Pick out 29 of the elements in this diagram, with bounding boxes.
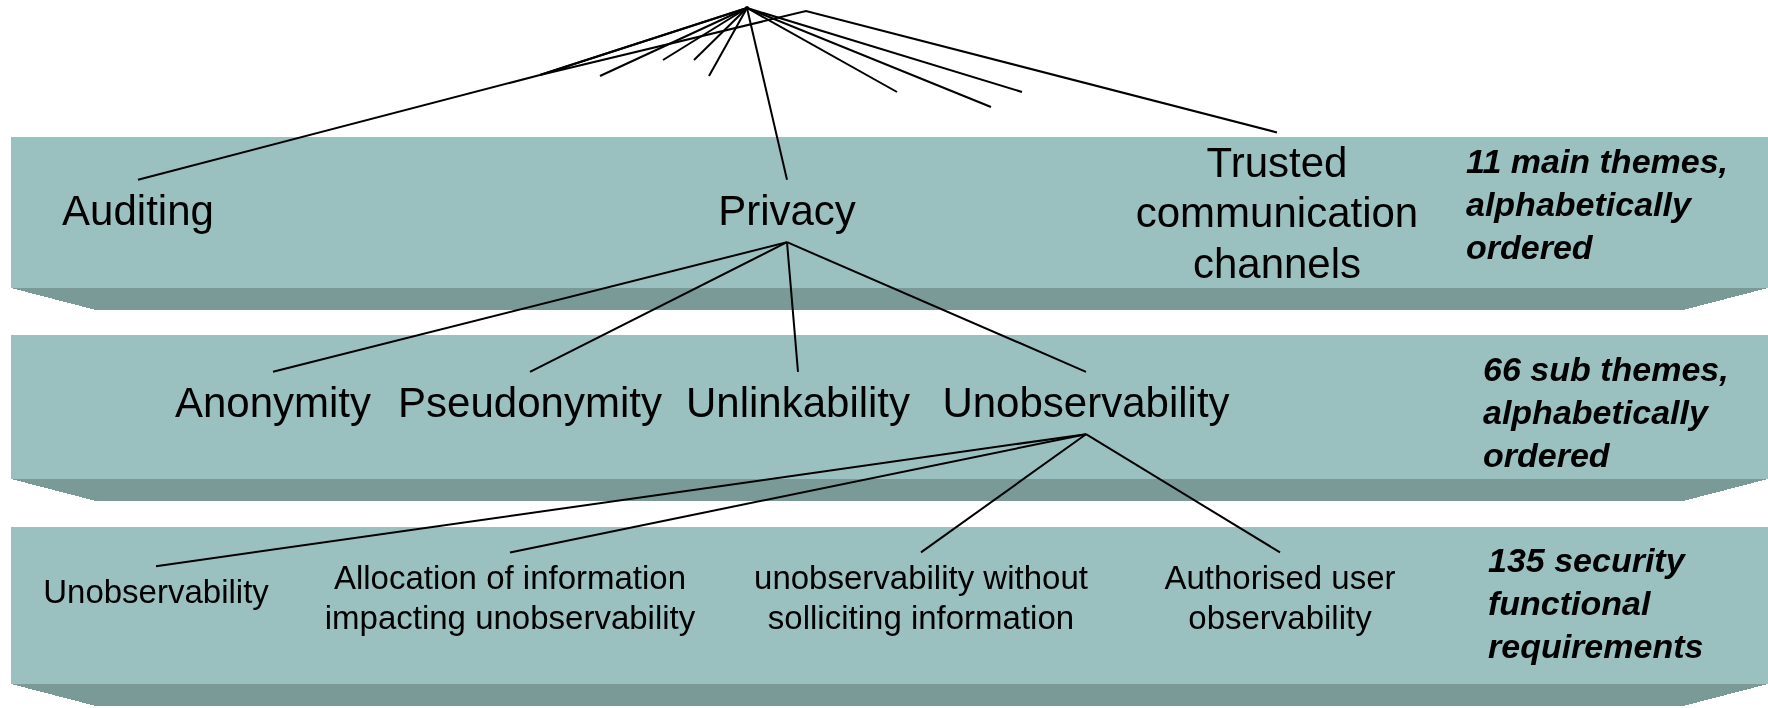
theme-label: Trusted communication channels [1127,132,1427,296]
theme-label: Authorised user observability [1150,552,1410,644]
level-note: 11 main themes, alphabetically ordered [1466,141,1730,268]
tree-line [708,7,748,77]
tree-line [746,7,788,181]
tree-line [693,7,748,61]
tree-line [1085,433,1281,554]
theme-label: Privacy [718,179,856,243]
level-band [11,527,1768,706]
tree-line [539,7,1278,134]
theme-label: Unobservability [43,566,269,618]
tree-line [529,241,788,373]
level-band [11,335,1768,501]
tree-line [786,241,1087,373]
level-note: 66 sub themes, alphabetically ordered [1483,349,1730,476]
apex-dot [745,6,749,10]
tree-line [662,7,748,61]
theme-label: Pseudonymity [398,371,662,435]
level-note: 135 security functional requirements [1488,540,1705,667]
tree-line [746,7,1023,93]
tree-line [920,433,1087,554]
level-band [11,137,1768,310]
theme-label: Unobservability [942,371,1230,435]
tree-line [509,433,1087,554]
theme-label: Unlinkability [685,371,911,435]
theme-label: Anonymity [174,371,372,435]
theme-label: Auditing [62,179,214,243]
tree-line [746,7,898,93]
tree-line [786,241,799,373]
